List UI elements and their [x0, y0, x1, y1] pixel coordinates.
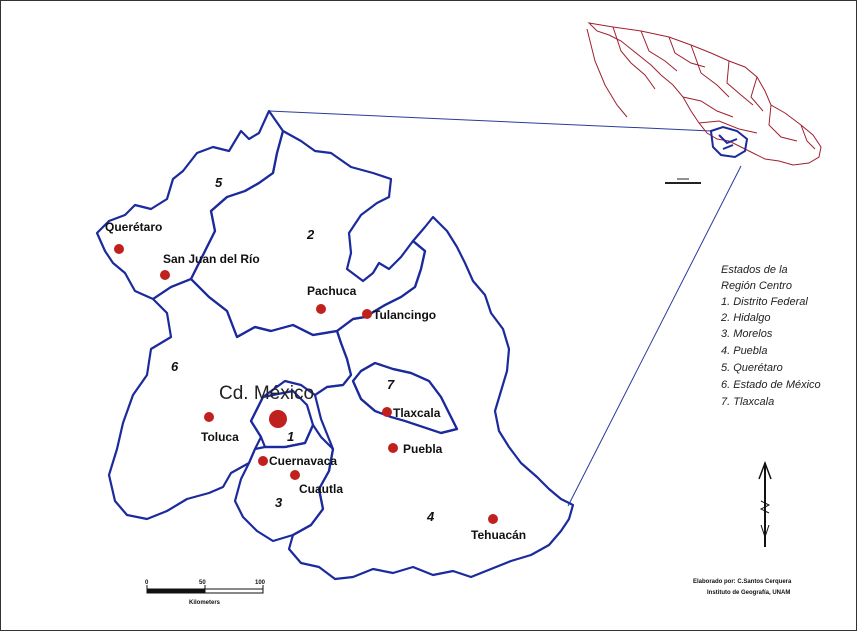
- city-label-cd-mexico: Cd. México: [219, 383, 314, 404]
- inset-highlight-region-centro: [709, 125, 749, 159]
- city-dot-cuernavaca: [258, 456, 268, 466]
- city-dot-cuautla: [290, 470, 300, 480]
- state-number-7: 7: [387, 377, 395, 392]
- state-number-6: 6: [171, 359, 179, 374]
- city-label-pachuca: Pachuca: [307, 284, 357, 298]
- city-label-queretaro: Querétaro: [105, 220, 162, 234]
- city-dot-toluca: [204, 412, 214, 422]
- connector-line-bottom: [567, 165, 742, 507]
- state-queretaro: [95, 109, 285, 301]
- legend-item-4: 4. Puebla: [721, 345, 767, 357]
- legend-title-line2: Región Centro: [721, 280, 792, 292]
- city-label-tlaxcala: Tlaxcala: [393, 406, 441, 420]
- scale-unit: Kilometers: [189, 600, 221, 606]
- scale-tick-0: 0: [145, 580, 149, 586]
- state-number-4: 4: [426, 509, 435, 524]
- legend-item-3: 3. Morelos: [721, 328, 773, 340]
- city-label-tulancingo: Tulancingo: [373, 308, 436, 322]
- city-label-cuautla: Cuautla: [299, 482, 343, 496]
- city-label-toluca: Toluca: [201, 430, 239, 444]
- legend-item-6: 6. Estado de México: [721, 379, 821, 391]
- city-label-puebla: Puebla: [403, 442, 443, 456]
- city-dot-cd-mexico: [269, 410, 287, 428]
- inset-scale-bar: [665, 178, 701, 184]
- city-dot-tulancingo: [362, 309, 372, 319]
- scale-tick-100: 100: [255, 580, 266, 586]
- state-number-2: 2: [306, 227, 315, 242]
- city-label-tehuacan: Tehuacán: [471, 528, 526, 542]
- inset-map-mexico: [586, 22, 822, 166]
- scale-tick-50: 50: [199, 580, 206, 586]
- state-number-5: 5: [215, 175, 223, 190]
- credits-line2: Instituto de Geografía, UNAM: [707, 590, 790, 596]
- city-dot-queretaro: [114, 244, 124, 254]
- connector-line-top: [268, 110, 712, 132]
- legend-item-7: 7. Tlaxcala: [721, 396, 774, 408]
- city-label-cuernavaca: Cuernavaca: [269, 454, 337, 468]
- city-dot-puebla: [388, 443, 398, 453]
- city-dot-pachuca: [316, 304, 326, 314]
- legend-item-2: 2. Hidalgo: [720, 312, 771, 324]
- legend-title-line1: Estados de la: [721, 264, 788, 276]
- city-dot-tehuacan: [488, 514, 498, 524]
- state-number-3: 3: [275, 495, 283, 510]
- north-arrow-icon: [758, 460, 772, 547]
- scale-bar: 0 50 100 Kilometers: [145, 580, 266, 606]
- city-dot-san-juan-del-rio: [160, 270, 170, 280]
- legend: Estados de la Región Centro 1. Distrito …: [720, 264, 821, 408]
- city-dot-tlaxcala: [382, 407, 392, 417]
- state-puebla: [287, 215, 575, 581]
- legend-item-5: 5. Querétaro: [721, 362, 783, 374]
- credits-line1: Elaborado por: C.Santos Cerquera: [693, 579, 792, 585]
- city-label-san-juan-del-rio: San Juan del Río: [163, 252, 260, 266]
- legend-item-1: 1. Distrito Federal: [721, 296, 808, 308]
- state-number-1: 1: [287, 429, 294, 444]
